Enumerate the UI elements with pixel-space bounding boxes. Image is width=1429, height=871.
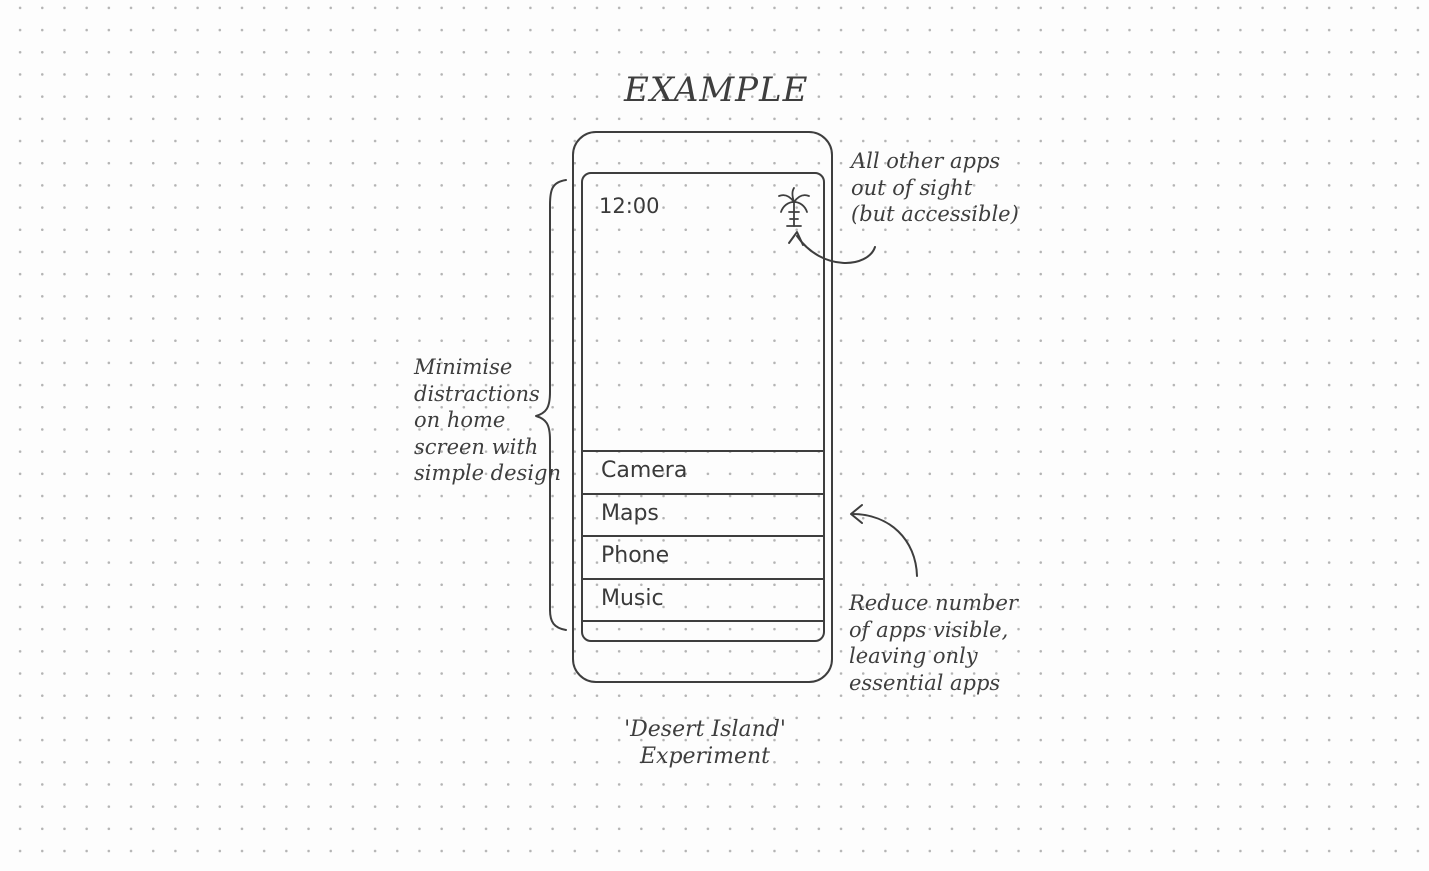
- app-maps[interactable]: Maps: [583, 492, 823, 536]
- app-camera[interactable]: Camera: [583, 450, 823, 493]
- arrow-head-bottom: [850, 504, 863, 524]
- app-phone[interactable]: Phone: [583, 535, 823, 578]
- app-list: Camera Maps Phone Music: [583, 450, 823, 640]
- arrow-to-app-list: [851, 513, 918, 577]
- phone-screen: 12:00 Camera Maps Phone Music: [581, 172, 825, 642]
- note-line: leaving only: [849, 644, 978, 668]
- note-minimise-distractions: Minimise distractions on home screen wit…: [414, 354, 561, 487]
- note-line: Minimise: [414, 355, 513, 379]
- diagram-caption: 'Desert Island' Experiment: [600, 716, 810, 770]
- note-line: on home: [414, 408, 506, 432]
- diagram-title: EXAMPLE: [624, 70, 809, 110]
- note-line: of apps visible,: [849, 617, 1009, 642]
- note-line: (but accessible): [851, 202, 1019, 226]
- note-line: distractions: [414, 381, 540, 406]
- app-music[interactable]: Music: [583, 577, 823, 621]
- note-line: essential apps: [849, 670, 1001, 695]
- palm-tree-icon: [778, 187, 810, 227]
- note-line: screen with: [414, 434, 539, 459]
- note-line: simple design: [414, 461, 561, 485]
- caption-line: Experiment: [639, 744, 770, 769]
- phone-outline: [572, 131, 833, 683]
- clock-display: 12:00: [599, 194, 660, 218]
- note-line: Reduce number: [849, 591, 1018, 615]
- caption-line: 'Desert Island': [624, 717, 786, 742]
- note-line: All other apps: [851, 149, 1001, 173]
- note-line: out of sight: [851, 175, 973, 200]
- note-hidden-apps: All other apps out of sight (but accessi…: [851, 148, 1019, 228]
- note-reduce-apps: Reduce number of apps visible, leaving o…: [849, 590, 1018, 696]
- app-list-end: [583, 620, 823, 640]
